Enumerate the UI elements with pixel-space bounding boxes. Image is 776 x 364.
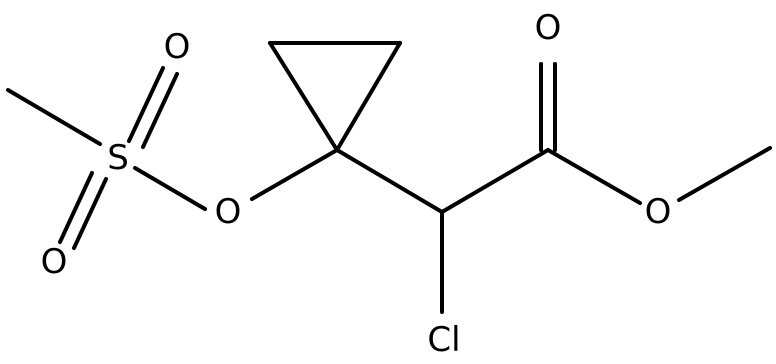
atom-sulfonyl-oxygen-bottom: O xyxy=(41,242,68,282)
bond-sulfur-oxygen-top-b xyxy=(141,72,179,149)
bonds xyxy=(6,41,772,314)
bond-cyclopropyl-1 xyxy=(268,41,339,152)
bond-sulfur-oxygen-bottom-b xyxy=(72,177,108,250)
atom-ester-oxygen-mesyl: O xyxy=(215,192,242,232)
bond-cyclopropyl-3 xyxy=(335,41,402,152)
atom-ester-oxygen-methyl: O xyxy=(645,192,672,232)
bond-cyclopropyl-chiral-carbon xyxy=(335,148,444,214)
bond-sulfur-oxygen-ester xyxy=(133,166,207,211)
bond-methyl-sulfur xyxy=(6,88,102,146)
bond-sulfur-oxygen-bottom-a xyxy=(58,171,94,244)
bond-ester-oxygen-methyl xyxy=(677,146,772,202)
atom-carbonyl-oxygen: O xyxy=(535,8,562,48)
bond-oxygen-cyclopropyl xyxy=(250,148,339,201)
atom-labels: S O O O O O Cl xyxy=(41,8,672,360)
bond-chiral-carbon-carbonyl xyxy=(440,148,550,214)
bond-sulfur-oxygen-top-a xyxy=(127,66,165,143)
atom-sulfonyl-oxygen-top: O xyxy=(164,27,191,67)
bond-carbonyl-ester-oxygen xyxy=(546,148,642,205)
atom-sulfur: S xyxy=(107,138,129,178)
atom-chlorine: Cl xyxy=(427,320,460,360)
